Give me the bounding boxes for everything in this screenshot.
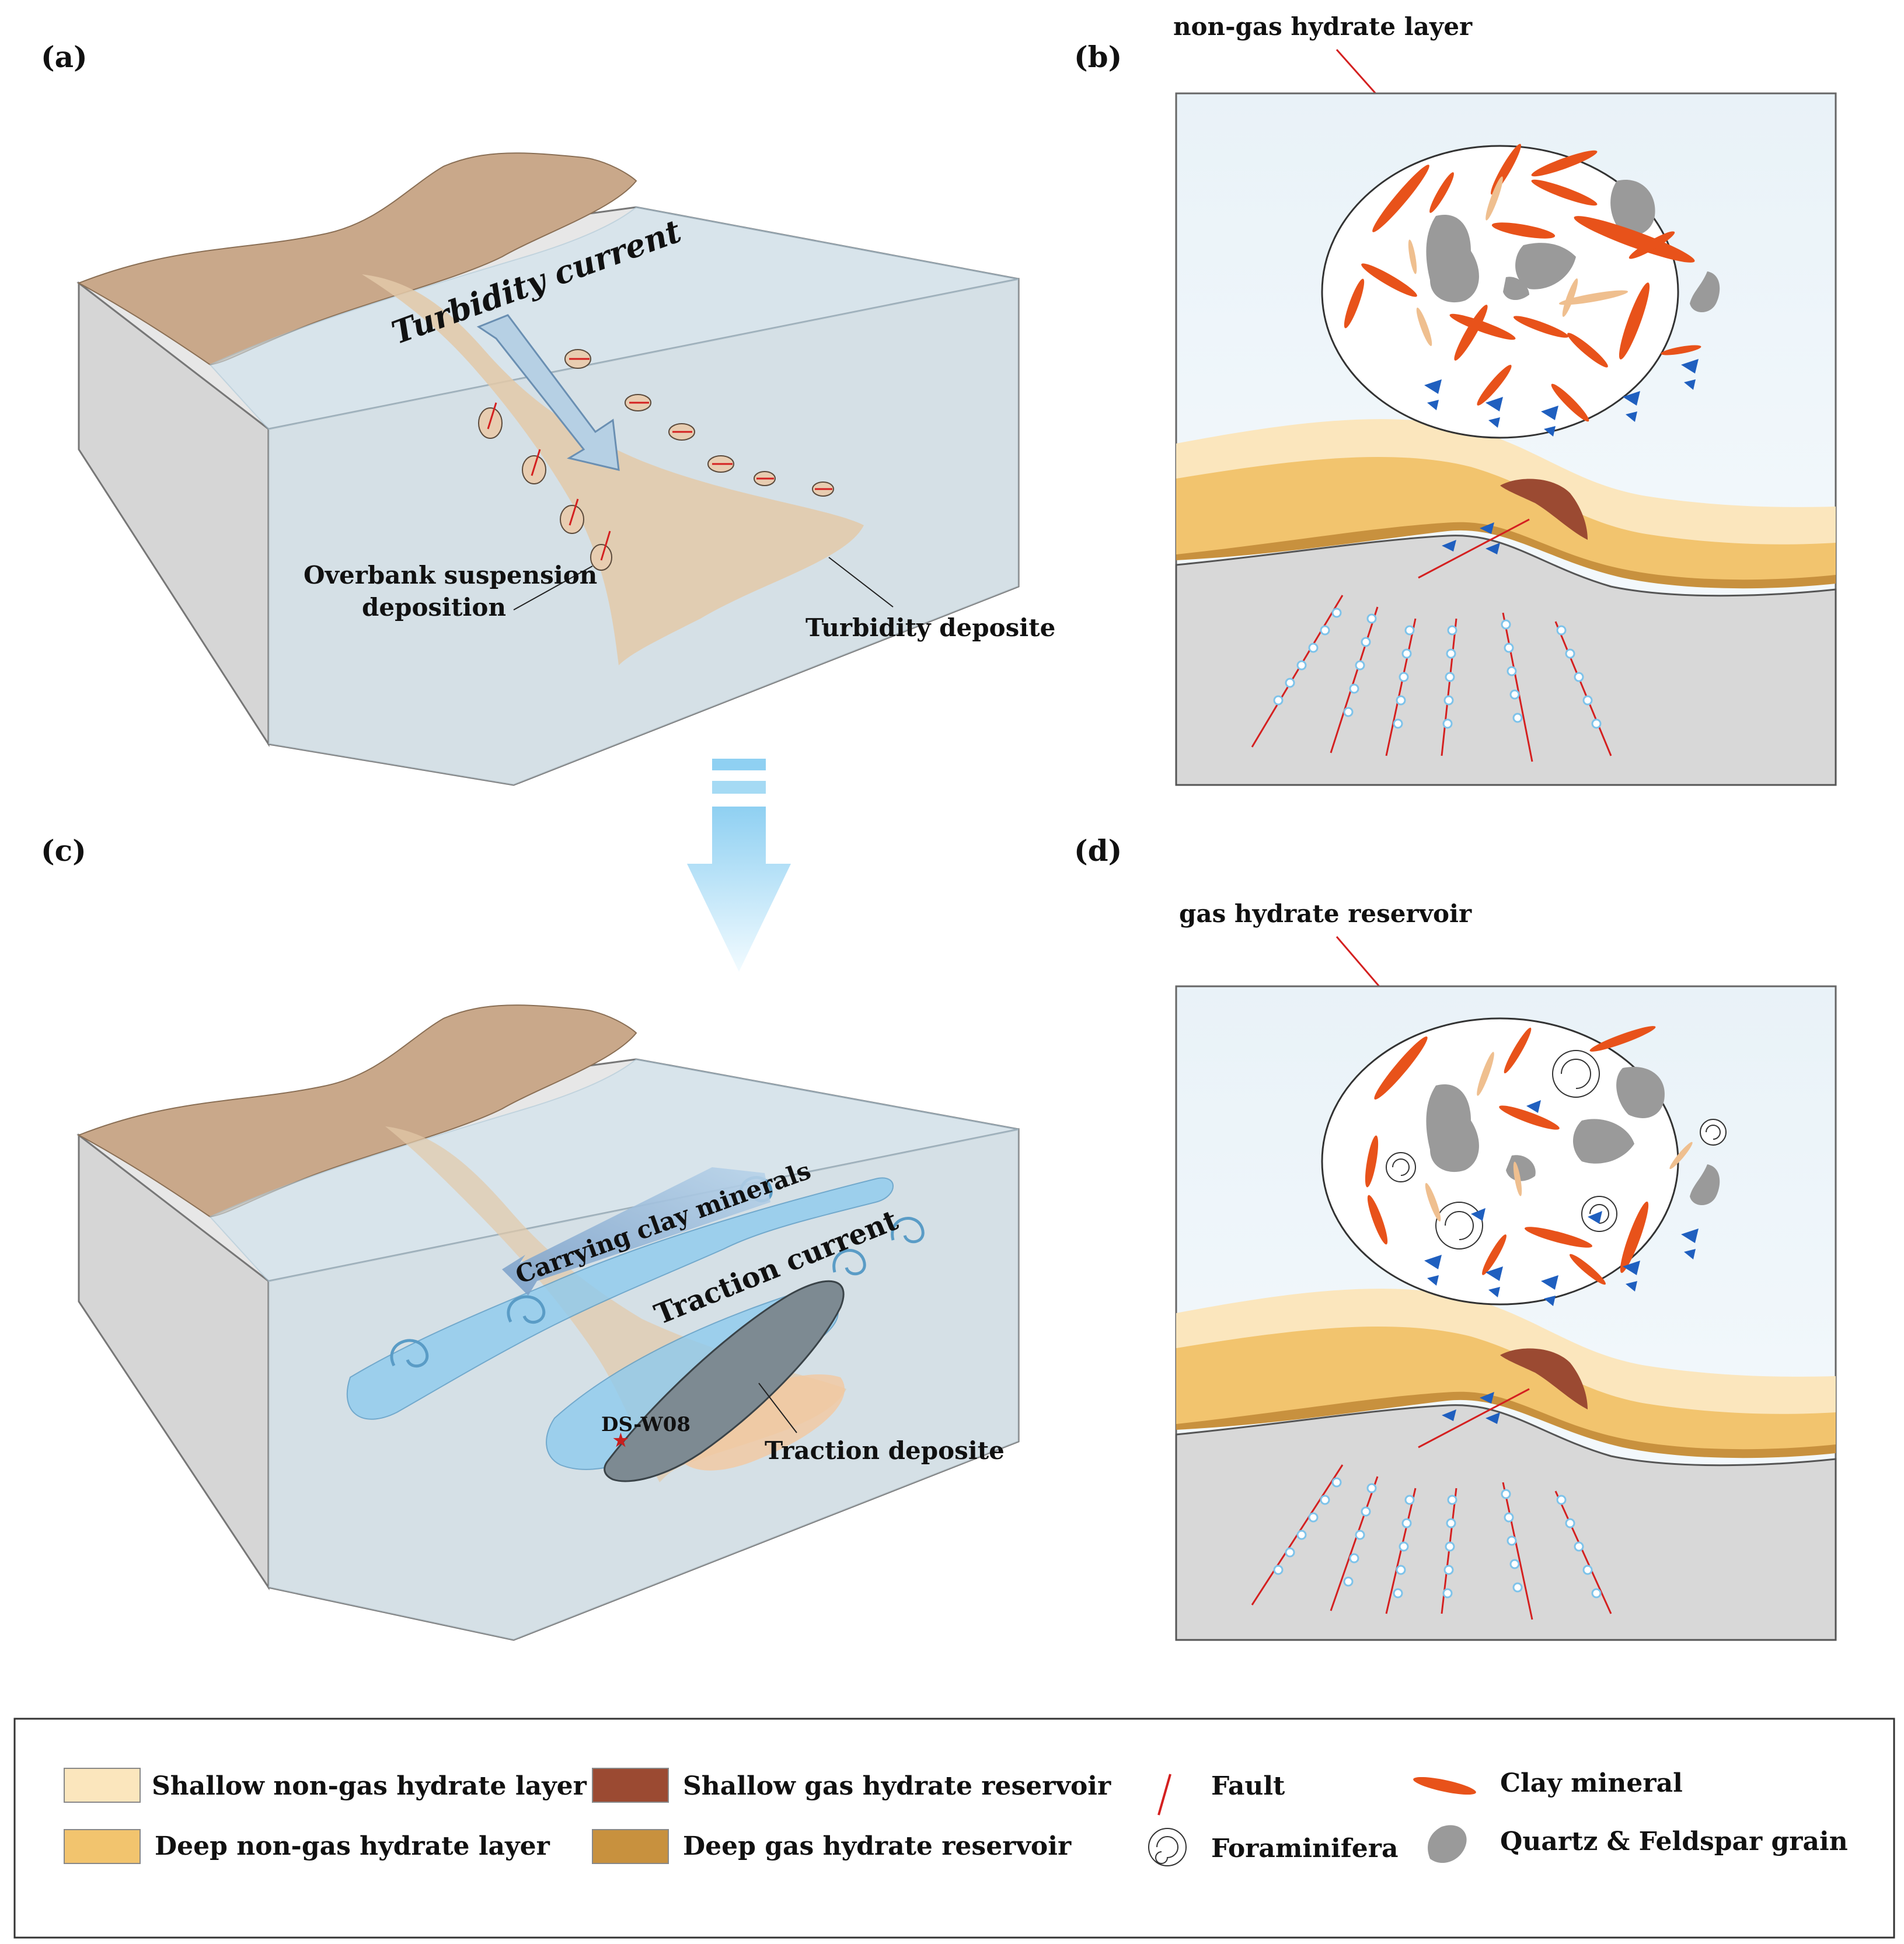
- clay-mineral-icon: [1413, 1777, 1476, 1795]
- legend-swatch-shallow-non: [64, 1768, 141, 1803]
- water-a-top: [209, 206, 1019, 430]
- legend-swatch-deep-non: [64, 1829, 141, 1864]
- foraminifera-icon: [1148, 1828, 1187, 1866]
- panel-d-deep-non: [1176, 1297, 1836, 1450]
- panel-d-gas-bubbles: [1273, 1477, 1602, 1599]
- panel-d-quartz-grains: [1426, 1067, 1720, 1205]
- panel-d-title: gas hydrate reservoir: [1179, 899, 1472, 928]
- panel-d: (d) gas hydrate reservoir: [1074, 833, 1837, 1641]
- transition-arrow: [687, 759, 791, 972]
- panel-d-shallow-res: [1500, 1348, 1588, 1409]
- overbank-label-line1: Overbank suspension: [304, 561, 597, 589]
- overbank-pointer: [513, 566, 593, 610]
- legend-shallow-res: Shallow gas hydrate reservoir: [683, 1771, 1111, 1801]
- panel-d-fluid-arrows: [1442, 1392, 1500, 1424]
- carrying-clay-arrow: [502, 1167, 770, 1296]
- panel-c-label: (c): [41, 833, 86, 868]
- legend-frame: [13, 1718, 1895, 1939]
- water-c-top: [209, 1058, 1019, 1282]
- legend-swatch-deep-res: [592, 1829, 669, 1864]
- panel-b-fluid-arrows: [1442, 522, 1500, 554]
- legend-shallow-non: Shallow non-gas hydrate layer: [152, 1771, 587, 1801]
- panel-d-magnified-fluid-arrows: [1424, 1100, 1699, 1306]
- panel-b-label: (b): [1074, 40, 1122, 74]
- quartz-grain-icon: [1428, 1825, 1467, 1863]
- turbidity-arrow-a: [476, 314, 620, 471]
- suspension-arrows-a: [487, 358, 832, 561]
- panel-a-label: (a): [41, 40, 88, 74]
- turbidity-deposite-pointer: [828, 557, 894, 608]
- panel-b-gas-bubbles: [1273, 608, 1602, 729]
- legend-clay: Clay mineral: [1500, 1768, 1683, 1798]
- panel-d-shallow-non: [1176, 1289, 1836, 1414]
- site-star: ★: [613, 1430, 629, 1451]
- legend-swatch-shallow-res: [592, 1768, 669, 1803]
- panel-b-title: non-gas hydrate layer: [1173, 12, 1473, 41]
- traction-deposite-area: [671, 1374, 845, 1471]
- traction-deposite-label: Traction deposite: [765, 1436, 1005, 1465]
- panel-d-clay-minerals: [1365, 1026, 1656, 1285]
- site-label: DS-W08: [601, 1413, 691, 1436]
- overbank-label-line2: deposition: [362, 593, 506, 622]
- panel-b-magnified-fluid-arrows: [1424, 359, 1699, 437]
- turbidity-deposite-label: Turbidity deposite: [805, 613, 1055, 642]
- panel-b-quartz-grains: [1426, 180, 1720, 312]
- panel-d-light-clay: [1425, 1052, 1693, 1221]
- panel-b-clay-minerals: [1344, 144, 1701, 422]
- panel-b-light-clay: [1408, 176, 1628, 346]
- panel-d-foraminifera: [1386, 1050, 1727, 1250]
- legend-deep-res: Deep gas hydrate reservoir: [683, 1831, 1072, 1861]
- fault-icon: [1157, 1774, 1171, 1816]
- turbidity-channel-a: [362, 274, 864, 665]
- legend-foraminifera: Foraminifera: [1211, 1834, 1398, 1863]
- panel-b-faults: [1251, 518, 1612, 762]
- suspension-grains-a: [478, 349, 834, 571]
- panel-c: (c) Carrying clay minerals Traction curr…: [41, 833, 1020, 1641]
- legend-fault: Fault: [1211, 1771, 1285, 1801]
- traction-curls: [390, 1176, 925, 1368]
- legend: Shallow non-gas hydrate layer Deep non-g…: [13, 1718, 1895, 1939]
- legend-quartz: Quartz & Feldspar grain: [1500, 1827, 1848, 1856]
- panel-b-shallow-res: [1500, 479, 1588, 540]
- traction-deposite-pointer: [758, 1383, 797, 1433]
- panel-b: (b) non-gas hydrate layer: [1074, 12, 1837, 786]
- panel-b-shallow-non: [1176, 419, 1836, 545]
- panel-d-label: (d): [1074, 833, 1122, 868]
- drift-body: [604, 1280, 845, 1482]
- panel-a: (a) Turbidity current: [41, 40, 1055, 786]
- panel-b-deep-non: [1176, 428, 1836, 580]
- legend-deep-non: Deep non-gas hydrate layer: [155, 1831, 550, 1861]
